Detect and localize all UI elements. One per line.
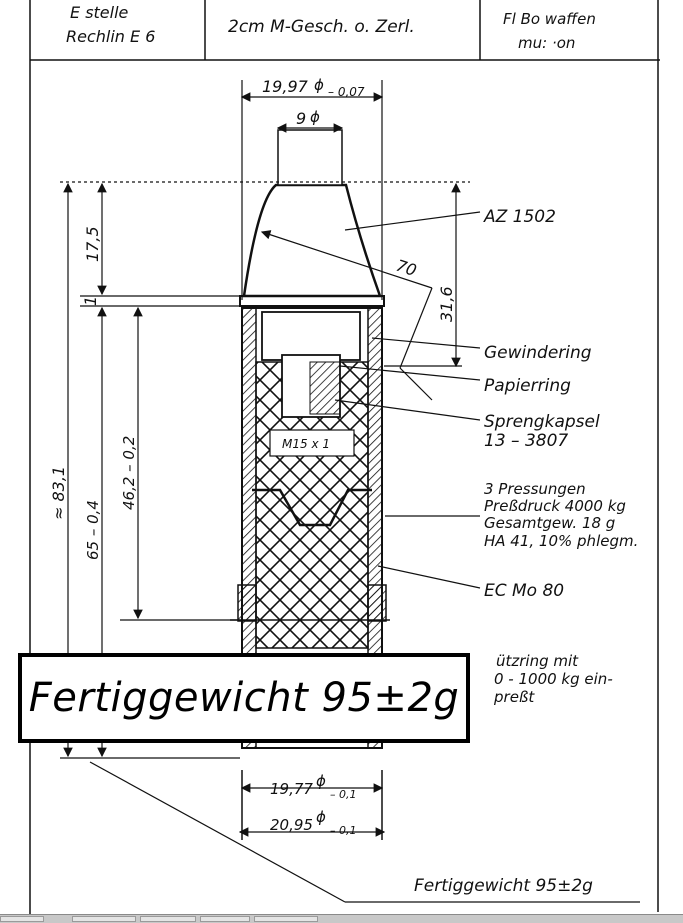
weight-callout-box: Fertiggewicht 95±2g (18, 653, 470, 743)
taskbar-button[interactable] (200, 916, 250, 922)
dim-31-6: 31,6 (437, 286, 456, 322)
dim-top-diameter: 19,97 (262, 77, 309, 96)
label-fill-line4: HA 41, 10% phlegm. (484, 532, 638, 550)
label-fill-line1: 3 Pressungen (484, 480, 586, 498)
title-dept-line1: Fl Bo waffen (503, 10, 596, 28)
label-support-line2: 0 - 1000 kg ein- (494, 670, 613, 688)
dim-top-diameter-symbol: ϕ (314, 76, 324, 94)
dim-83-1: ≈ 83,1 (49, 466, 68, 520)
dim-nose-diameter: 9 (296, 109, 306, 128)
dim-nose-diameter-symbol: ϕ (310, 108, 320, 126)
dim-65: 65 – 0,4 (84, 500, 102, 560)
dim-bottom-diameter-1-symbol: ϕ (316, 772, 326, 790)
title-subject: 2cm M-Gesch. o. Zerl. (228, 17, 415, 37)
dim-46-2: 46,2 – 0,2 (120, 436, 138, 510)
taskbar-button[interactable] (140, 916, 196, 922)
dim-bottom-diameter-1-tol: – 0,1 (330, 788, 357, 801)
dim-17-5: 17,5 (83, 226, 102, 262)
label-fuze: AZ 1502 (483, 207, 556, 227)
label-fill-line3: Gesamtgew. 18 g (484, 514, 615, 532)
label-detonator: Sprengkapsel (484, 412, 600, 432)
leader-lines (89, 211, 640, 903)
weight-callout-text: Fertiggewicht 95±2g (28, 675, 460, 721)
label-detonator-number: 13 – 3807 (484, 431, 568, 451)
dim-top-diameter-tol: – 0,07 (328, 85, 365, 99)
label-support-line1: ützring mit (496, 652, 579, 670)
footer-weight-note: Fertiggewicht 95±2g (414, 876, 593, 896)
dim-bottom-diameter-2: 20,95 (270, 816, 313, 834)
taskbar-button[interactable] (0, 916, 44, 922)
label-support-line3: preßt (493, 688, 535, 706)
dim-bottom-diameter-2-symbol: ϕ (316, 808, 326, 826)
dim-bottom-diameter-1: 19,77 (270, 780, 313, 798)
dim-thread: M15 x 1 (282, 437, 330, 451)
label-paper-ring: Papierring (484, 376, 571, 396)
title-dept-line2: mu: ·on (518, 34, 575, 52)
label-body-material: EC Mo 80 (484, 581, 564, 601)
title-office-line1: E stelle (70, 3, 129, 22)
title-office-line2: Rechlin E 6 (66, 27, 155, 46)
label-fill-line2: Preßdruck 4000 kg (484, 497, 626, 515)
projectile (230, 129, 390, 840)
dim-bottom-diameter-2-tol: – 0,1 (330, 824, 357, 837)
title-block (29, 0, 660, 922)
label-thread-ring: Gewindering (484, 343, 592, 363)
taskbar-button[interactable] (72, 916, 136, 922)
taskbar-button[interactable] (254, 916, 318, 922)
dim-1: 1 (81, 296, 100, 306)
